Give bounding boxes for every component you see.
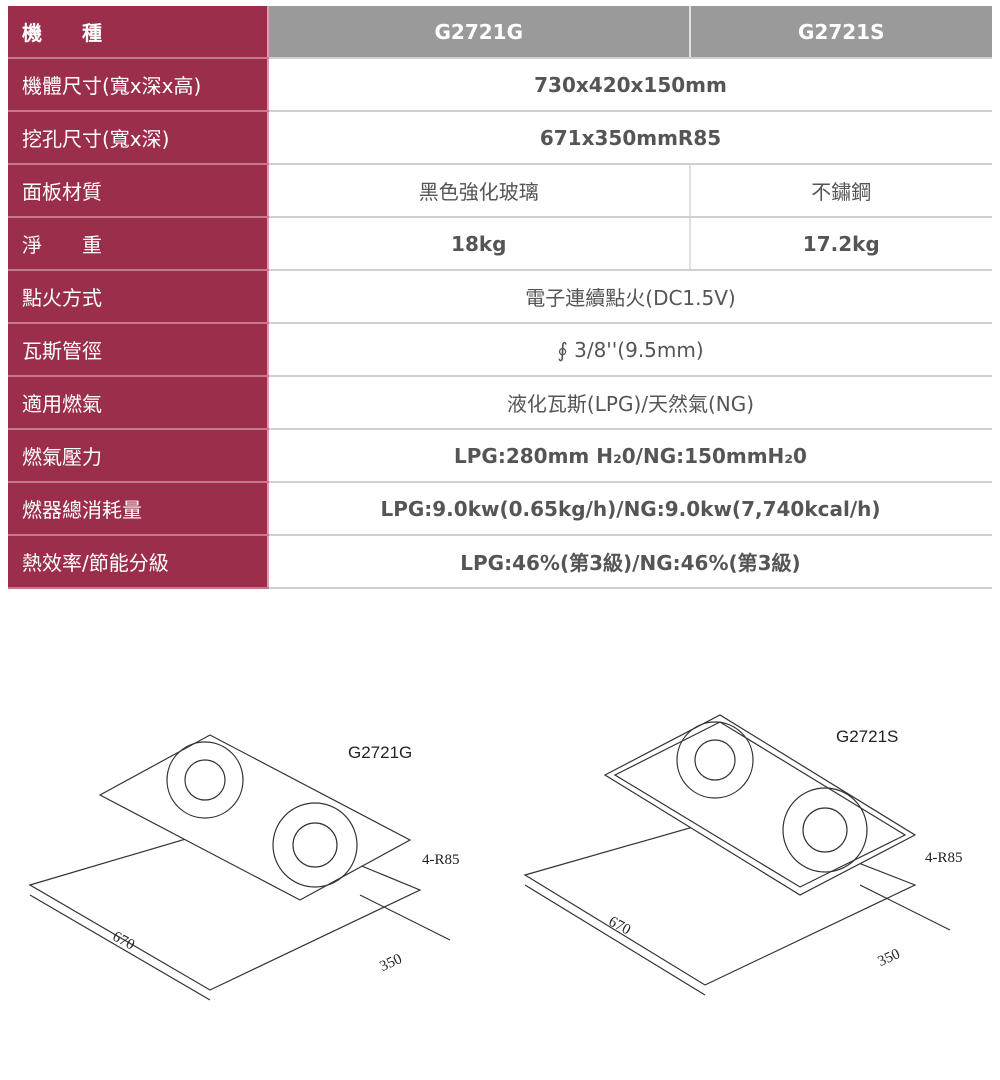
stove-diagrams [28,714,951,1001]
row-value: LPG:280mm H₂0/NG:150mmH₂0 [268,429,992,483]
diagram-model-label: G2721S [836,727,899,746]
row-value: 671x350mmR85 [268,111,992,165]
table-row: 瓦斯管徑∮ 3/8''(9.5mm) [8,323,992,377]
diagram-model-label: G2721G [348,743,413,762]
g2721s-drawing [523,714,951,996]
row-label: 適用燃氣 [8,376,269,430]
row-label: 面板材質 [8,164,269,218]
model-g2721s: G2721S [688,6,992,59]
row-value: 18kg [268,217,690,271]
table-row: 機體尺寸(寬x深x高)730x420x150mm [8,58,992,112]
header-label: 機 種 [8,6,269,59]
g2721g-drawing [28,734,451,1001]
table-row: 點火方式電子連續點火(DC1.5V) [8,270,992,324]
table-row: 挖孔尺寸(寬x深)671x350mmR85 [8,111,992,165]
row-label: 熱效率/節能分級 [8,535,269,589]
row-label: 機體尺寸(寬x深x高) [8,58,269,112]
row-value: 不鏽鋼 [688,164,992,218]
diagram-radius-label: 4-R85 [422,852,460,868]
spec-table: 機 種 G2721G G2721S 機體尺寸(寬x深x高)730x420x150… [8,6,992,589]
row-label: 挖孔尺寸(寬x深) [8,111,269,165]
row-value: 液化瓦斯(LPG)/天然氣(NG) [268,376,992,430]
row-value: 黑色強化玻璃 [268,164,690,218]
header-row: 機 種 G2721G G2721S [8,6,992,59]
row-value: LPG:9.0kw(0.65kg/h)/NG:9.0kw(7,740kcal/h… [268,482,992,536]
row-label: 燃氣壓力 [8,429,269,483]
row-value: 電子連續點火(DC1.5V) [268,270,992,324]
table-row: 面板材質黑色強化玻璃不鏽鋼 [8,164,992,218]
row-label: 瓦斯管徑 [8,323,269,377]
row-label: 燃器總消耗量 [8,482,269,536]
row-label: 點火方式 [8,270,269,324]
row-value: 17.2kg [688,217,992,271]
row-value: ∮ 3/8''(9.5mm) [268,323,992,377]
row-value: 730x420x150mm [268,58,992,112]
diagram-radius-label: 4-R85 [925,850,963,866]
row-value: LPG:46%(第3級)/NG:46%(第3級) [268,535,992,589]
model-g2721g: G2721G [268,6,690,59]
table-row: 適用燃氣液化瓦斯(LPG)/天然氣(NG) [8,376,992,430]
row-label: 淨 重 [8,217,269,271]
